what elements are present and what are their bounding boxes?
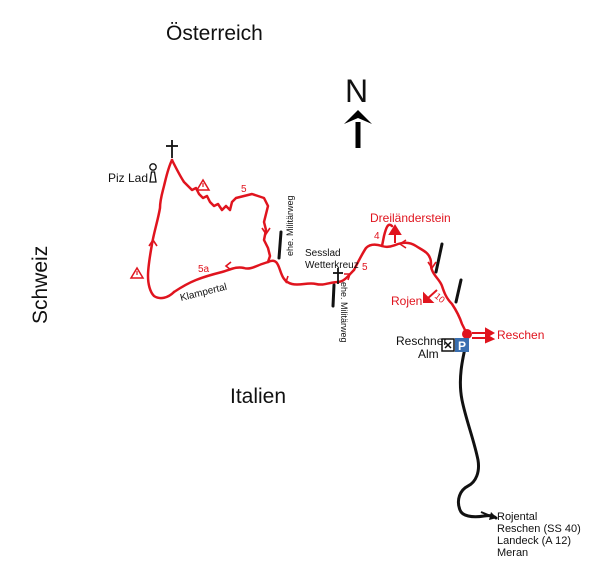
start-point-marker [462,329,472,339]
place-label-piz-lad: Piz Lad [108,171,148,185]
road-segment-north-1 [434,242,444,274]
hiking-route [146,158,468,334]
route-west-loop [146,158,176,300]
person-icon [149,163,157,183]
country-label-austria: Österreich [166,22,263,45]
parking-label: P [458,339,466,353]
north-letter: N [345,73,368,109]
place-label-reschner: Reschner [396,334,447,348]
trail-number-4: 4 [374,231,380,242]
north-arrow-icon: N [344,73,372,148]
trail-number-5a: 5a [198,264,210,275]
direction-meran: Meran [497,547,528,559]
country-label-italy: Italien [230,385,286,408]
road-network [277,230,498,520]
arrow-icon-rojental [480,511,497,520]
road-segment-north-2 [454,278,463,304]
place-label-alm: Alm [418,347,439,361]
militaerweg-north [277,230,283,260]
trail-number-10: 10 [433,291,447,305]
place-label-militaerweg-north: ehe. Militärweg [285,195,295,256]
direction-reschen-ss40: Reschen (SS 40) [497,523,581,535]
direction-rojental: Rojental [497,511,537,523]
warning-icon-west [129,266,145,279]
summit-cross-icon-piz-lad [166,140,178,158]
route-klampertal-5a [172,260,270,294]
direction-arrows [148,224,496,344]
place-label-sesslad: Sesslad [305,248,341,259]
route-ridge-5 [170,158,272,264]
place-label-dreilaenderstein: Dreiländerstein [370,211,451,225]
place-label-rojen: Rojen [391,294,422,308]
trail-number-5-ridge: 5 [241,184,247,195]
place-label-militaerweg-south: ehe. Militärweg [339,282,349,343]
place-label-wetterkreuz: Wetterkreuz [305,260,359,271]
direction-landeck-a12: Landeck (A 12) [497,535,571,547]
trail-number-5-sesslad: 5 [362,262,368,273]
route-to-sesslad [266,259,356,286]
country-label-switzerland: Schweiz [29,246,52,324]
militaerweg-south [331,283,336,308]
restaurant-icon [441,338,455,352]
route-5-to-dreilaenderstein [352,241,468,334]
summit-cross-icon-wetterkreuz [333,268,343,284]
warning-icon-ridge [195,178,211,191]
parking-icon: P [455,338,469,353]
route-4-spur [380,223,394,248]
road-to-rojental [456,338,498,520]
place-label-reschen: Reschen [497,328,544,342]
